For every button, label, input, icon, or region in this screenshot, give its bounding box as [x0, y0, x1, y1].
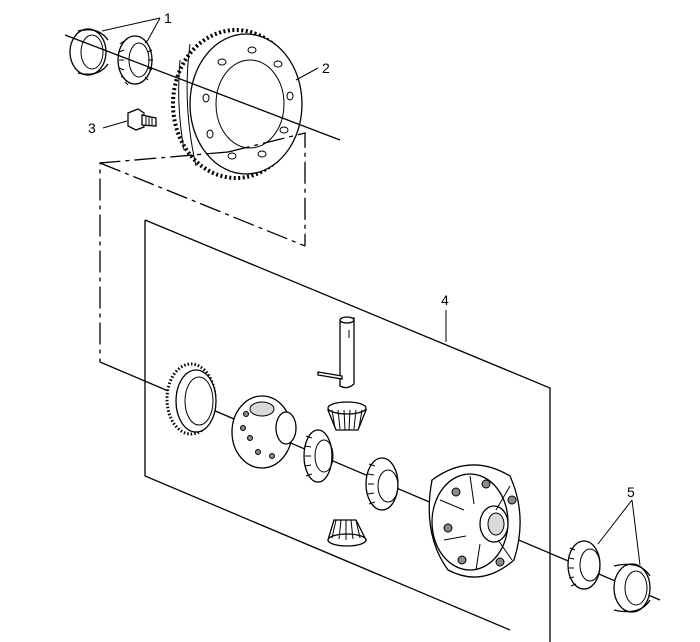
upper-axis-line: [64, 34, 341, 141]
assembly-bracket-side: [144, 220, 511, 631]
bearing-cup-lower: [613, 563, 651, 613]
callout-5: 5: [627, 484, 635, 500]
ring-gear-bolt-holes: [202, 46, 294, 160]
ring-gear-bolt: [127, 108, 157, 131]
pinion-gear-lower: [327, 519, 368, 547]
side-gear-left: [303, 429, 334, 483]
callout-1: 1: [164, 10, 172, 26]
speedometer-gear-ring: [165, 362, 217, 436]
callout-3: 3: [88, 120, 96, 136]
alignment-line-left: [99, 151, 229, 362]
bearing-cone-upper: [117, 35, 153, 86]
callout-4: 4: [441, 292, 449, 308]
pinion-gear-upper: [327, 401, 367, 431]
leader-5: [597, 499, 641, 566]
side-gear-ball: [231, 395, 297, 469]
bearing-cone-lower: [567, 540, 601, 590]
bearing-cup-upper: [69, 28, 109, 76]
assembly-bracket-top: [144, 219, 551, 642]
differential-case: [428, 464, 521, 578]
callout-2: 2: [322, 60, 330, 76]
leader-2: [295, 67, 319, 81]
pinion-shaft: [317, 316, 355, 389]
leader-3: [102, 120, 128, 129]
alignment-line-diagonal: [99, 162, 306, 247]
ring-gear: [171, 28, 303, 180]
side-gear-right: [365, 457, 399, 511]
alignment-line-right: [227, 132, 306, 246]
leader-1: [101, 17, 161, 41]
